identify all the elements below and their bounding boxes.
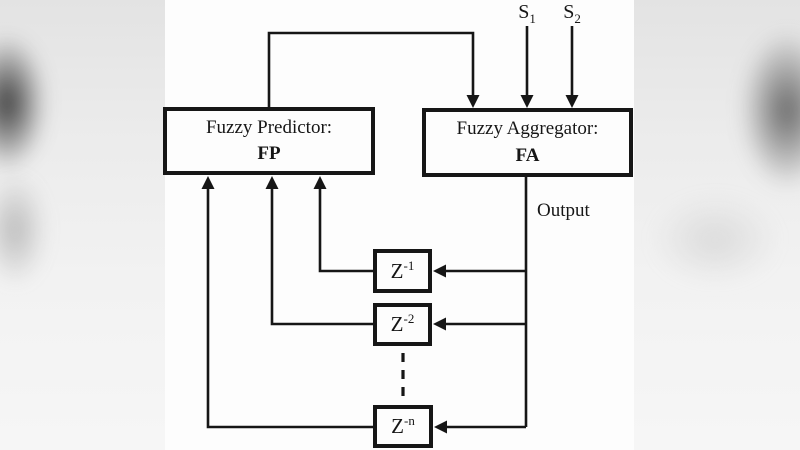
s1-subscript: 1 (529, 11, 536, 26)
fa-title: Fuzzy Aggregator: (456, 118, 599, 140)
zn-exponent: -n (403, 413, 415, 428)
backdrop-light-blob-right (630, 180, 800, 300)
s2-subscript: 2 (574, 11, 581, 26)
input-label-s2: S2 (555, 1, 589, 26)
output-label: Output (537, 200, 590, 221)
delay-block-z1: Z-1 (373, 249, 432, 293)
s1-base: S (518, 1, 530, 23)
zn-base: Z (391, 414, 404, 438)
fp-title: Fuzzy Predictor: (205, 116, 333, 138)
diagram-canvas (165, 0, 634, 450)
backdrop-dark-blob-right (722, 0, 800, 220)
fuzzy-aggregator-block: Fuzzy Aggregator: FA (422, 108, 633, 177)
input-label-s1: S1 (510, 1, 544, 26)
fp-abbr: FP (257, 143, 281, 164)
z1-label: Z-1 (391, 259, 415, 284)
z1-base: Z (390, 258, 404, 283)
fuzzy-predictor-block: Fuzzy Predictor: FP (163, 107, 375, 175)
z2-base: Z (390, 312, 404, 336)
delay-block-z2: Z-2 (373, 303, 432, 346)
backdrop-dark-blob-left (0, 8, 62, 198)
fa-abbr: FA (515, 144, 540, 166)
delay-block-zn: Z-n (373, 405, 433, 448)
s2-base: S (563, 1, 575, 23)
z2-label: Z-2 (391, 312, 415, 337)
zn-label: Z-n (391, 414, 415, 439)
z2-exponent: -2 (403, 311, 415, 326)
backdrop-gray-blob-left (0, 150, 60, 310)
z1-exponent: -1 (403, 257, 415, 273)
